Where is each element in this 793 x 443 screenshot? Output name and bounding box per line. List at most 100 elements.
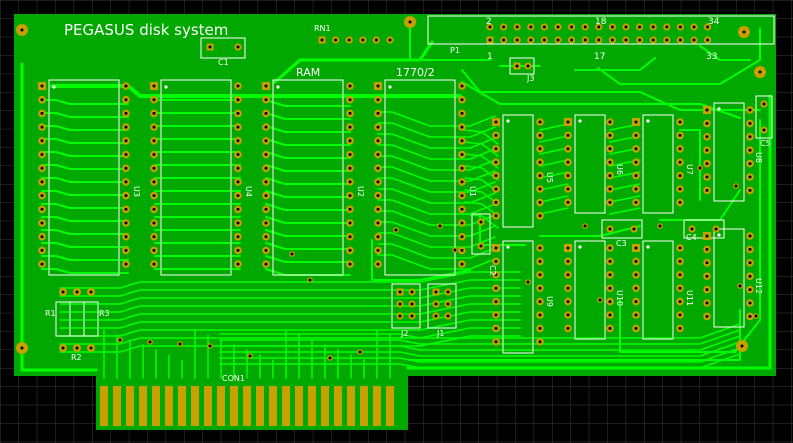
drill-hole [124, 248, 128, 252]
drill-hole [526, 280, 530, 284]
drill-hole [566, 187, 570, 191]
drill-hole [434, 314, 438, 318]
drill-hole [678, 300, 682, 304]
drill-hole [236, 45, 240, 49]
drill-hole [434, 290, 438, 294]
drill-hole [376, 98, 380, 102]
drill-hole [20, 346, 24, 350]
drill-hole [374, 38, 378, 42]
drill-hole [705, 247, 709, 251]
drill-hole [638, 25, 642, 29]
drill-hole [348, 98, 352, 102]
drill-hole [742, 30, 746, 34]
drill-hole [152, 139, 156, 143]
drill-hole [236, 98, 240, 102]
label-u2: U2 [356, 186, 365, 197]
drill-hole [748, 261, 752, 265]
drill-hole [624, 25, 628, 29]
drill-hole [152, 98, 156, 102]
drill-hole [118, 338, 122, 342]
drill-hole [538, 300, 542, 304]
drill-hole [348, 262, 352, 266]
drill-hole [634, 313, 638, 317]
drill-hole [398, 302, 402, 306]
edge-connector-fingers [100, 386, 394, 426]
signal-trace [59, 311, 521, 329]
drill-hole [529, 25, 533, 29]
u4-outline [160, 79, 232, 276]
signal-trace [609, 183, 641, 191]
drill-hole [566, 286, 570, 290]
drill-hole [678, 246, 682, 250]
signal-trace [219, 353, 741, 369]
drill-hole [124, 111, 128, 115]
edge-finger [334, 386, 342, 426]
drill-hole [358, 350, 362, 354]
drill-hole [608, 133, 612, 137]
drill-hole [566, 313, 570, 317]
drill-hole [705, 108, 709, 112]
copper-trace [409, 21, 491, 61]
drill-hole [40, 235, 44, 239]
drill-hole [608, 147, 612, 151]
drill-hole [566, 326, 570, 330]
drill-hole [236, 221, 240, 225]
drill-hole [678, 286, 682, 290]
bus-trace [265, 255, 351, 263]
c1-outline [200, 37, 246, 59]
drill-hole [264, 153, 268, 156]
drill-hole [264, 207, 268, 211]
drill-hole [334, 38, 338, 42]
drill-hole [748, 247, 752, 251]
label-j3: J3 [526, 74, 534, 83]
u5-outline [502, 114, 534, 228]
drill-hole [460, 221, 464, 225]
drill-hole [376, 194, 380, 198]
bus-trace [265, 151, 351, 159]
drill-hole [566, 160, 570, 164]
component-pads [16, 16, 768, 361]
signal-trace [609, 207, 641, 215]
c2-outline [471, 213, 491, 255]
drill-hole [348, 235, 352, 239]
signal-trace [539, 207, 569, 215]
pin-one-marker [717, 107, 721, 111]
drill-hole [634, 200, 638, 204]
drill-hole [124, 235, 128, 239]
j3-outline [509, 57, 535, 75]
drill-hole [665, 38, 669, 42]
drill-hole [494, 326, 498, 330]
drill-hole [40, 166, 44, 170]
signal-trace [219, 323, 741, 339]
signal-trace [464, 189, 499, 205]
drill-hole [705, 188, 709, 192]
edge-finger [100, 386, 108, 426]
drill-hole [608, 160, 612, 164]
u12-outline [713, 228, 745, 328]
drill-hole [248, 354, 252, 358]
drill-hole [494, 200, 498, 204]
drill-hole [692, 25, 696, 29]
drill-hole [634, 147, 638, 151]
drill-hole [61, 290, 65, 294]
drill-hole [494, 187, 498, 191]
drill-hole [658, 224, 662, 228]
drill-hole [152, 221, 156, 225]
j1-outline [427, 283, 457, 329]
drill-hole [762, 102, 766, 106]
drill-hole [608, 273, 612, 277]
pin-one-marker [506, 245, 510, 249]
drill-hole [434, 302, 438, 306]
label-u3: U3 [132, 186, 141, 197]
drill-hole [208, 344, 212, 348]
pin-one-marker [164, 85, 168, 89]
ground-trace [20, 62, 98, 372]
drill-hole [376, 139, 380, 143]
bus-trace [377, 243, 496, 259]
drill-hole [542, 38, 546, 42]
label-j1: J1 [436, 329, 444, 338]
drill-hole [570, 25, 574, 29]
drill-hole [264, 194, 268, 198]
label-p1-pin-33: 33 [706, 52, 717, 62]
label-j2: J2 [400, 329, 408, 338]
